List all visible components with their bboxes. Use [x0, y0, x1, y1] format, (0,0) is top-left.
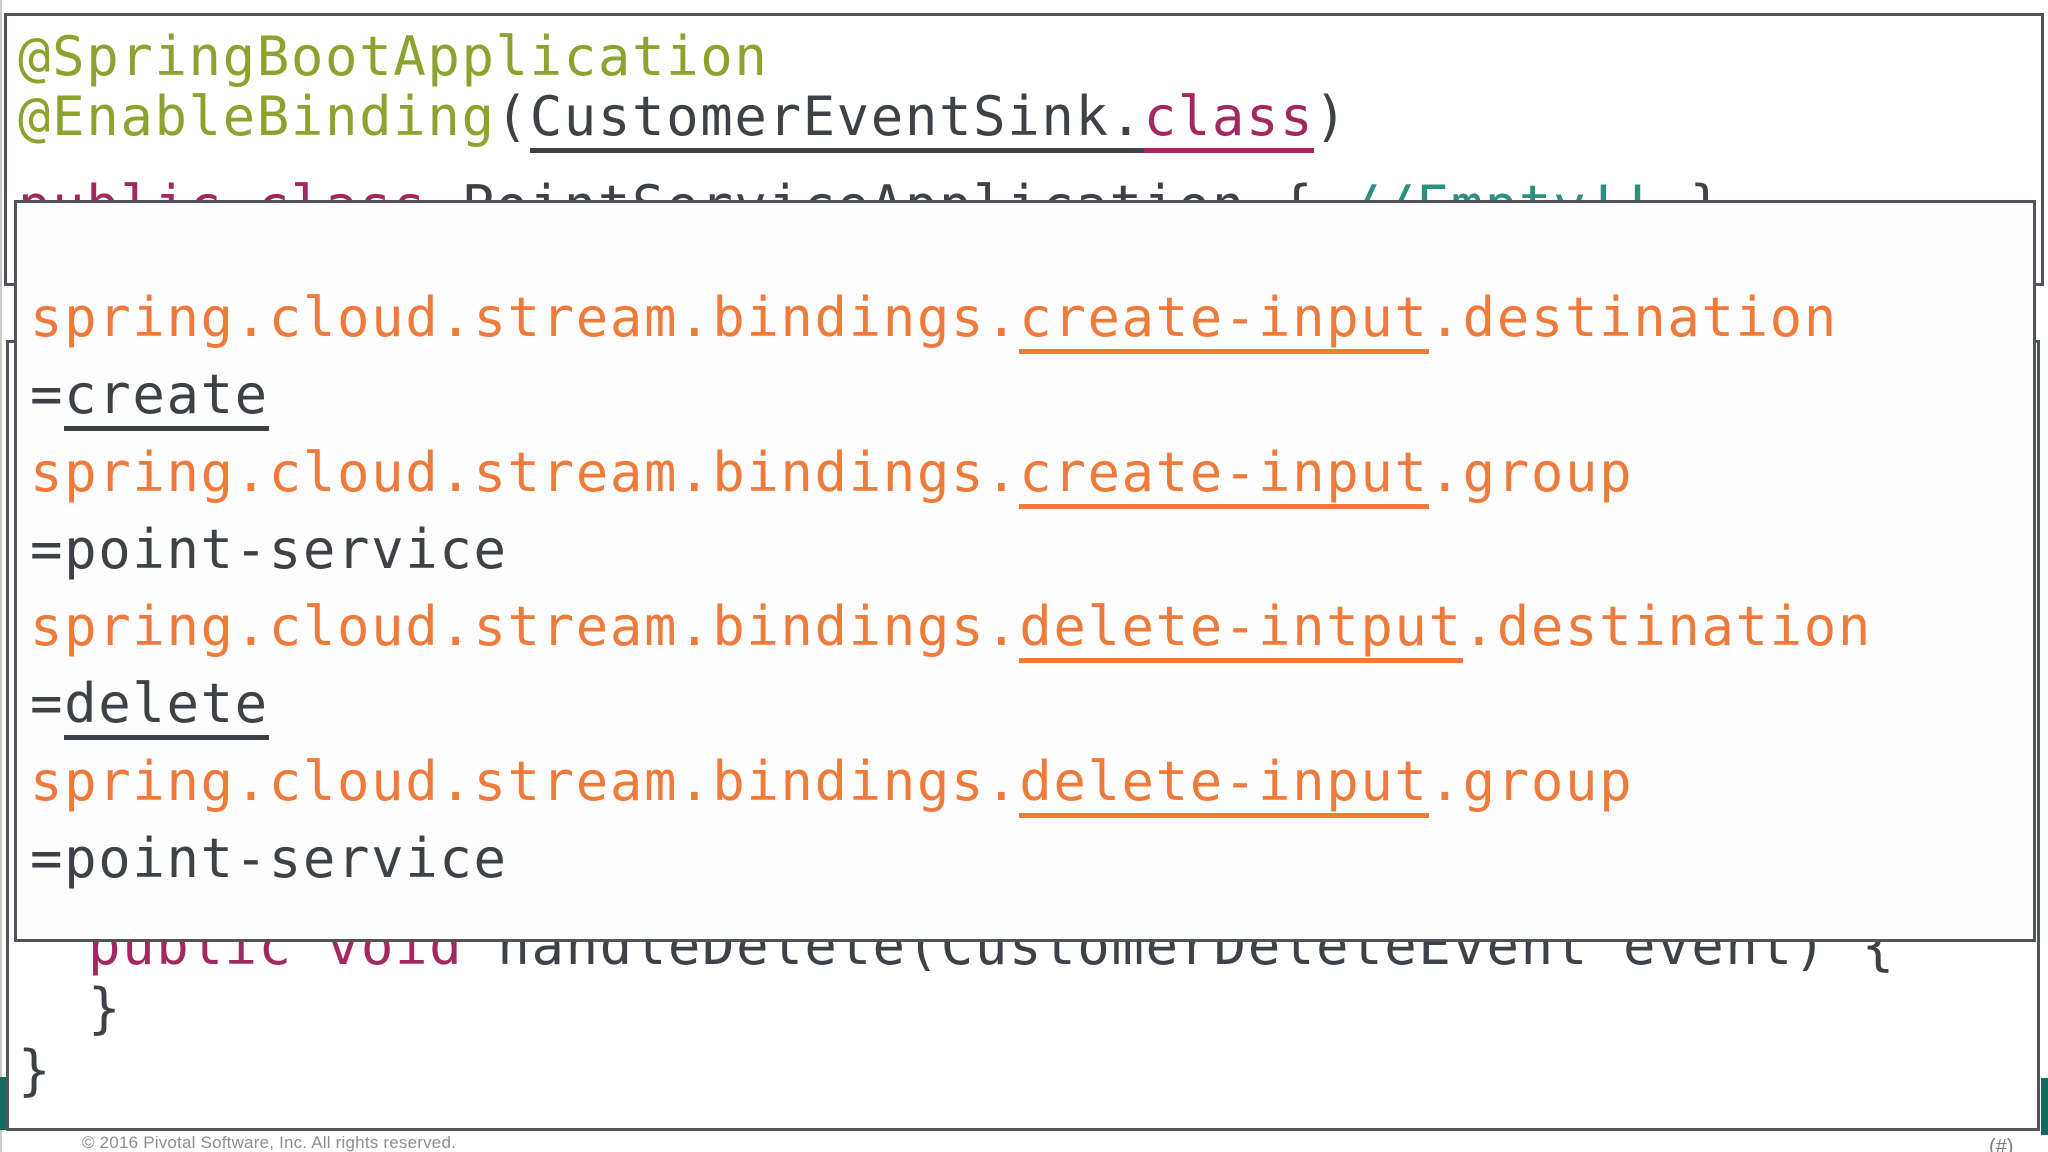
- code-segment: spring.cloud.stream.bindings.: [30, 595, 1020, 659]
- code-segment: delete: [64, 672, 269, 741]
- code-segment: CustomerEventSink.: [529, 85, 1144, 153]
- slide-edge-line: [0, 0, 2, 1152]
- slide-page-number-placeholder: (#): [1989, 1136, 2014, 1152]
- code-segment: delete-intput: [1019, 595, 1463, 664]
- code-line: spring.cloud.stream.bindings.delete-intp…: [30, 588, 2033, 665]
- code-line: =point-service: [30, 511, 2033, 588]
- code-line: @SpringBootApplication: [18, 27, 768, 87]
- code-line: }: [18, 1041, 52, 1101]
- code-segment: @EnableBinding: [18, 85, 496, 148]
- code-line: }: [88, 979, 122, 1039]
- code-segment: spring.cloud.stream.bindings.: [30, 749, 1020, 813]
- footer-copyright: © 2016 Pivotal Software, Inc. All rights…: [82, 1133, 457, 1152]
- code-segment: =: [30, 363, 65, 427]
- code-segment: .group: [1428, 440, 1634, 504]
- code-segment: .destination: [1428, 286, 1838, 349]
- teal-accent-bar-right: [2041, 1078, 2048, 1135]
- code-segment: @SpringBootApplication: [18, 25, 769, 88]
- code-segment: .destination: [1462, 595, 1873, 659]
- code-line: spring.cloud.stream.bindings.create-inpu…: [30, 279, 2033, 356]
- code-segment: ): [1314, 85, 1349, 148]
- code-line: =delete: [30, 665, 2033, 742]
- code-segment: class: [1143, 85, 1315, 153]
- code-line: @EnableBinding(CustomerEventSink.class): [18, 85, 1349, 153]
- code-segment: spring.cloud.stream.bindings.: [30, 440, 1020, 504]
- code-segment: create-input: [1019, 440, 1429, 509]
- code-segment: (: [495, 85, 530, 148]
- code-segment: =point-service: [30, 517, 508, 581]
- code-line: spring.cloud.stream.bindings.delete-inpu…: [30, 743, 2033, 820]
- teal-accent-bar-left: [0, 1077, 9, 1130]
- code-segment: create-input: [1019, 286, 1429, 354]
- code-segment: .group: [1428, 749, 1634, 813]
- code-segment: spring.cloud.stream.bindings.: [30, 286, 1020, 349]
- code-line: =create: [30, 356, 2033, 433]
- code-segment: =: [30, 672, 65, 736]
- code-segment: }: [18, 1039, 53, 1102]
- code-segment: =point-service: [30, 827, 508, 891]
- code-segment: create: [64, 363, 269, 432]
- code-segment: delete-input: [1019, 749, 1429, 818]
- stream-bindings-properties-overlay: spring.cloud.stream.bindings.create-inpu…: [14, 200, 2036, 942]
- code-line: spring.cloud.stream.bindings.create-inpu…: [30, 434, 2033, 511]
- code-segment: }: [88, 977, 123, 1040]
- code-line: =point-service: [30, 820, 2033, 897]
